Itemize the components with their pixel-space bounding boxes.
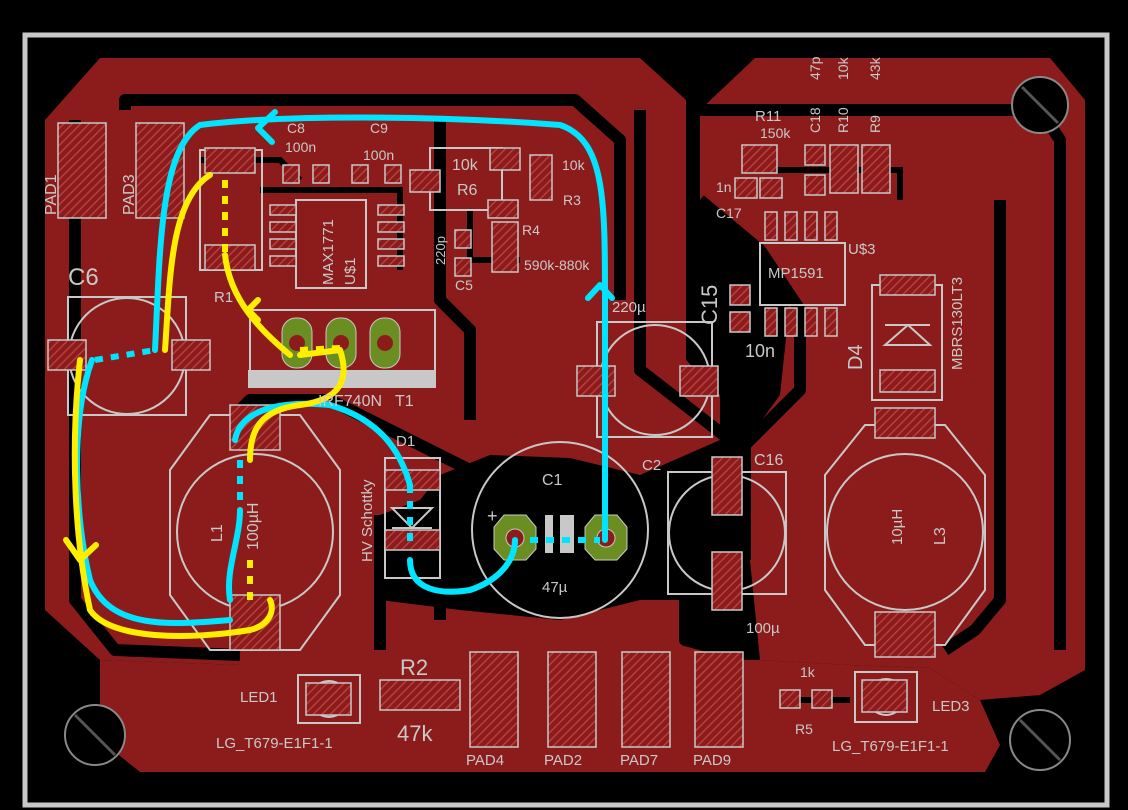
label-c8: C8 bbox=[287, 120, 305, 136]
label-r3-value: 10k bbox=[562, 157, 586, 173]
label-r6: R6 bbox=[457, 182, 478, 199]
label-c1-plus: + bbox=[487, 506, 498, 526]
route-cyan bbox=[74, 109, 615, 627]
label-r4: R4 bbox=[522, 222, 540, 238]
label-t1: T1 bbox=[395, 393, 414, 410]
label-r6-value: 10k bbox=[452, 157, 479, 174]
label-u1: U$1 bbox=[342, 257, 359, 285]
route-yellow bbox=[63, 172, 347, 639]
label-mbrs130lt3: MBRS130LT3 bbox=[949, 277, 966, 370]
label-c8-value: 100n bbox=[285, 139, 316, 155]
label-c5: C5 bbox=[455, 277, 473, 293]
label-c6: C6 bbox=[68, 264, 99, 291]
label-c9: C9 bbox=[370, 120, 388, 136]
label-r4-value: 590k-880k bbox=[524, 257, 590, 273]
label-pad2: PAD2 bbox=[544, 752, 582, 769]
label-c15-value: 220µ bbox=[612, 299, 646, 316]
label-c15-10n: 10n bbox=[745, 341, 775, 361]
label-t1-part: IRF740N bbox=[318, 393, 382, 410]
label-r1: R1 bbox=[214, 289, 233, 306]
route-cyan-dashed bbox=[94, 347, 600, 545]
label-hv-schottky: HV Schottky bbox=[359, 479, 376, 562]
label-c18: C18 bbox=[807, 107, 823, 133]
label-max1771: MAX1771 bbox=[320, 219, 337, 285]
label-l3-value: 10µH bbox=[889, 509, 906, 545]
label-l3: L3 bbox=[932, 527, 949, 545]
label-c1: C1 bbox=[542, 472, 563, 489]
label-r2: R2 bbox=[400, 655, 428, 680]
label-r11: R11 bbox=[755, 108, 781, 125]
label-d1: D1 bbox=[396, 433, 415, 450]
label-led3: LED3 bbox=[932, 698, 970, 715]
label-r5: R5 bbox=[795, 721, 813, 737]
label-c1-value: 47µ bbox=[542, 579, 568, 596]
label-c15: C15 bbox=[697, 285, 722, 325]
label-r11-value: 150k bbox=[760, 125, 791, 141]
label-c2: C2 bbox=[642, 457, 661, 474]
label-pad3: PAD3 bbox=[121, 174, 138, 215]
labels: PAD1 PAD3 C6 C8 100n C9 100n 10k R6 10k … bbox=[43, 56, 970, 769]
label-pad9: PAD9 bbox=[693, 752, 731, 769]
label-r10: R10 bbox=[835, 107, 851, 133]
label-r5-value: 1k bbox=[800, 664, 816, 680]
label-c16: C16 bbox=[754, 452, 783, 469]
label-l1: L1 bbox=[209, 524, 226, 542]
label-r2-value: 47k bbox=[397, 721, 433, 746]
label-r9: R9 bbox=[867, 115, 883, 133]
label-c16-value: 100µ bbox=[746, 620, 780, 637]
label-pad1: PAD1 bbox=[43, 174, 60, 215]
label-c17: C17 bbox=[716, 205, 742, 221]
label-c17-value: 1n bbox=[716, 179, 732, 195]
label-r9-value: 43k bbox=[867, 56, 883, 80]
label-u3: U$3 bbox=[848, 241, 876, 258]
label-c5-value: 220p bbox=[433, 236, 448, 265]
label-pad4: PAD4 bbox=[466, 752, 504, 769]
label-pad7: PAD7 bbox=[620, 752, 658, 769]
label-r3: R3 bbox=[563, 192, 581, 208]
label-r10-value: 10k bbox=[835, 56, 851, 80]
label-led1: LED1 bbox=[240, 689, 278, 706]
label-l1-value: 100µH bbox=[245, 503, 262, 550]
label-led1-part: LG_T679-E1F1-1 bbox=[216, 735, 333, 752]
label-c18-value: 47p bbox=[807, 56, 823, 80]
route-yellow-dashed bbox=[222, 180, 341, 600]
label-mp1591: MP1591 bbox=[768, 265, 824, 282]
label-d4: D4 bbox=[845, 344, 867, 370]
board-outline bbox=[22, 32, 1110, 808]
label-c9-value: 100n bbox=[363, 147, 394, 163]
label-led3-part: LG_T679-E1F1-1 bbox=[832, 738, 949, 755]
